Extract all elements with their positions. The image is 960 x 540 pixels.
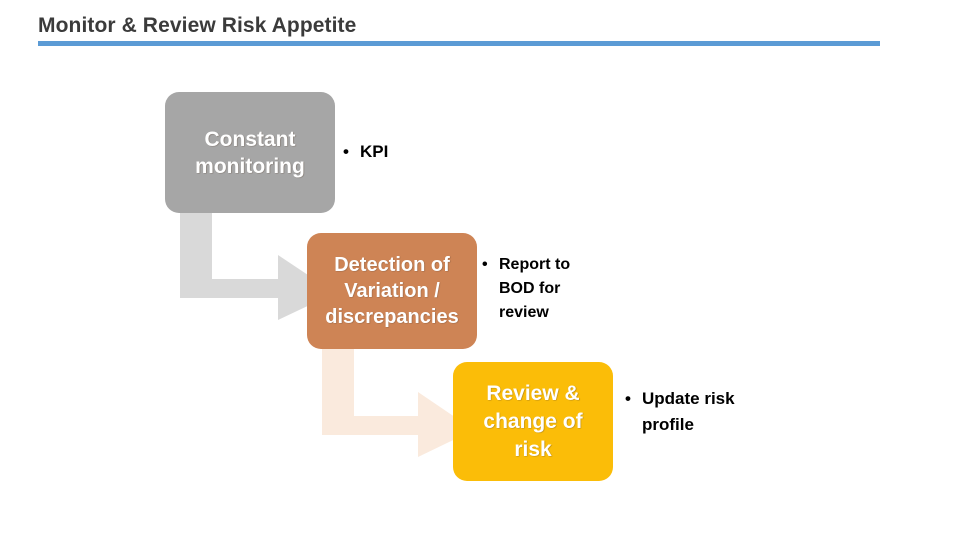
page-title: Monitor & Review Risk Appetite <box>38 14 357 37</box>
bullet-list-detection-variation: Report to BOD for review <box>482 253 607 325</box>
bullet-list-constant-monitoring: KPI <box>343 140 453 163</box>
elbow-arrow-icon-connector-2 <box>322 342 474 457</box>
process-box-detection-variation[interactable]: Detection of Variation / discrepancies <box>307 233 477 349</box>
list-item: KPI <box>343 140 453 163</box>
list-item: Report to BOD for review <box>482 253 607 325</box>
bullet-list-review-change: Update risk profile <box>625 386 750 438</box>
list-item: Update risk profile <box>625 386 750 438</box>
elbow-arrow-icon-connector-1 <box>180 205 335 320</box>
process-box-review-change[interactable]: Review & change of risk <box>453 362 613 481</box>
title-underline-rule <box>38 41 880 46</box>
process-box-constant-monitoring[interactable]: Constant monitoring <box>165 92 335 213</box>
